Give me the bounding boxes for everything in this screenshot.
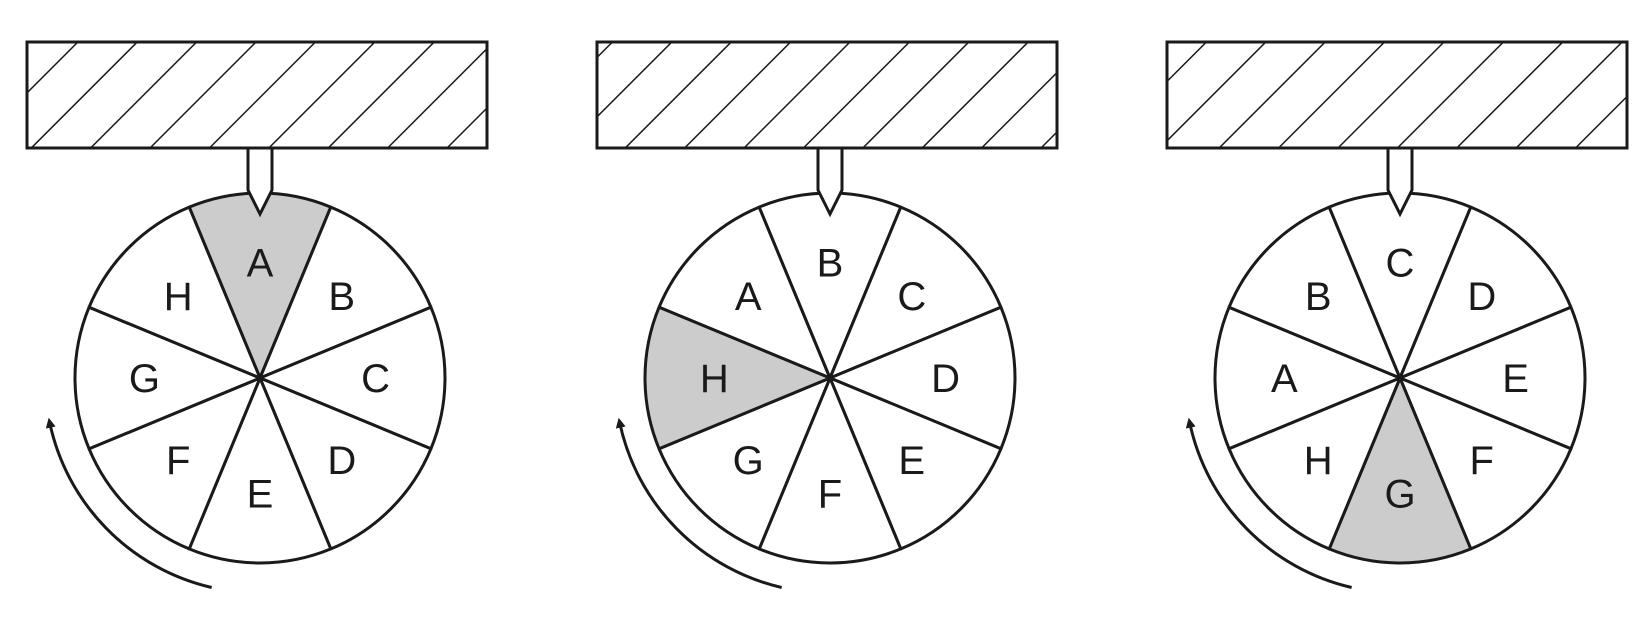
panel-2: A B CDE F GH	[595, 40, 1059, 589]
rotating-wheel: AB C DEF G H	[1213, 191, 1587, 565]
sector-label-f: F	[166, 439, 190, 483]
sector-label-h: H	[1304, 439, 1333, 483]
wheel-sector-b	[258, 205, 433, 380]
wheel-sector-d	[828, 305, 1017, 451]
wheel-sector-f	[87, 376, 262, 551]
sector-label-g: G	[129, 357, 160, 401]
sector-label-a: A	[735, 275, 762, 319]
sector-label-a: A	[1271, 357, 1298, 401]
wheel-sector-c	[828, 205, 1003, 380]
pointer-indicator	[816, 146, 844, 218]
panel-1: A BCD E FGH	[25, 40, 489, 589]
sector-label-d: D	[327, 439, 356, 483]
sector-label-h: H	[164, 275, 193, 319]
fixed-hatched-block	[595, 40, 1059, 150]
sector-label-d: D	[931, 357, 960, 401]
wheel-sector-a	[1213, 305, 1402, 451]
rotating-wheel: A BCD E FGH	[73, 191, 447, 565]
wheel-sector-e	[828, 376, 1003, 551]
wheel-sector-e	[1398, 305, 1587, 451]
wheel-sector-e	[187, 376, 333, 565]
sector-label-a: A	[247, 241, 274, 285]
wheel-sector-f	[757, 376, 903, 565]
fixed-hatched-block	[1165, 40, 1629, 150]
wheel-sector-d	[258, 376, 433, 551]
wheel-sector-g-highlighted	[1327, 376, 1473, 565]
wheel-sector-b	[1227, 205, 1402, 380]
wheel-sector-f	[1398, 376, 1573, 551]
wheel-sector-g	[73, 305, 262, 451]
sector-label-c: C	[361, 357, 390, 401]
sector-label-b: B	[328, 275, 355, 319]
rotation-direction-arrow	[615, 417, 782, 589]
sector-label-f: F	[1470, 439, 1494, 483]
wheel-sector-h	[1227, 376, 1402, 551]
sector-label-c: C	[897, 275, 926, 319]
wheel-sector-a	[657, 205, 832, 380]
sector-label-g: G	[1384, 473, 1415, 517]
sector-label-d: D	[1467, 275, 1496, 319]
wheel-sector-d	[1398, 205, 1573, 380]
pointer-indicator	[246, 146, 274, 218]
rotation-direction-arrow	[1185, 417, 1352, 589]
fixed-hatched-block	[25, 40, 489, 150]
sector-label-f: F	[818, 473, 842, 517]
sector-label-e: E	[247, 473, 274, 517]
sector-label-e: E	[1502, 357, 1529, 401]
wheel-sector-c	[258, 305, 447, 451]
rotation-direction-arrow	[45, 417, 212, 589]
wheel-sector-h	[87, 205, 262, 380]
sector-label-g: G	[733, 439, 764, 483]
sector-label-e: E	[898, 439, 925, 483]
sector-label-h: H	[700, 357, 729, 401]
pointer-indicator	[1386, 146, 1414, 218]
wheel-sector-h-highlighted	[643, 305, 832, 451]
wheel-sector-g	[657, 376, 832, 551]
sector-label-b: B	[1305, 275, 1332, 319]
sector-label-b: B	[817, 241, 844, 285]
rotating-wheel: A B CDE F GH	[643, 191, 1017, 565]
sector-label-c: C	[1386, 241, 1415, 285]
panel-3: AB C DEF G H	[1165, 40, 1629, 589]
